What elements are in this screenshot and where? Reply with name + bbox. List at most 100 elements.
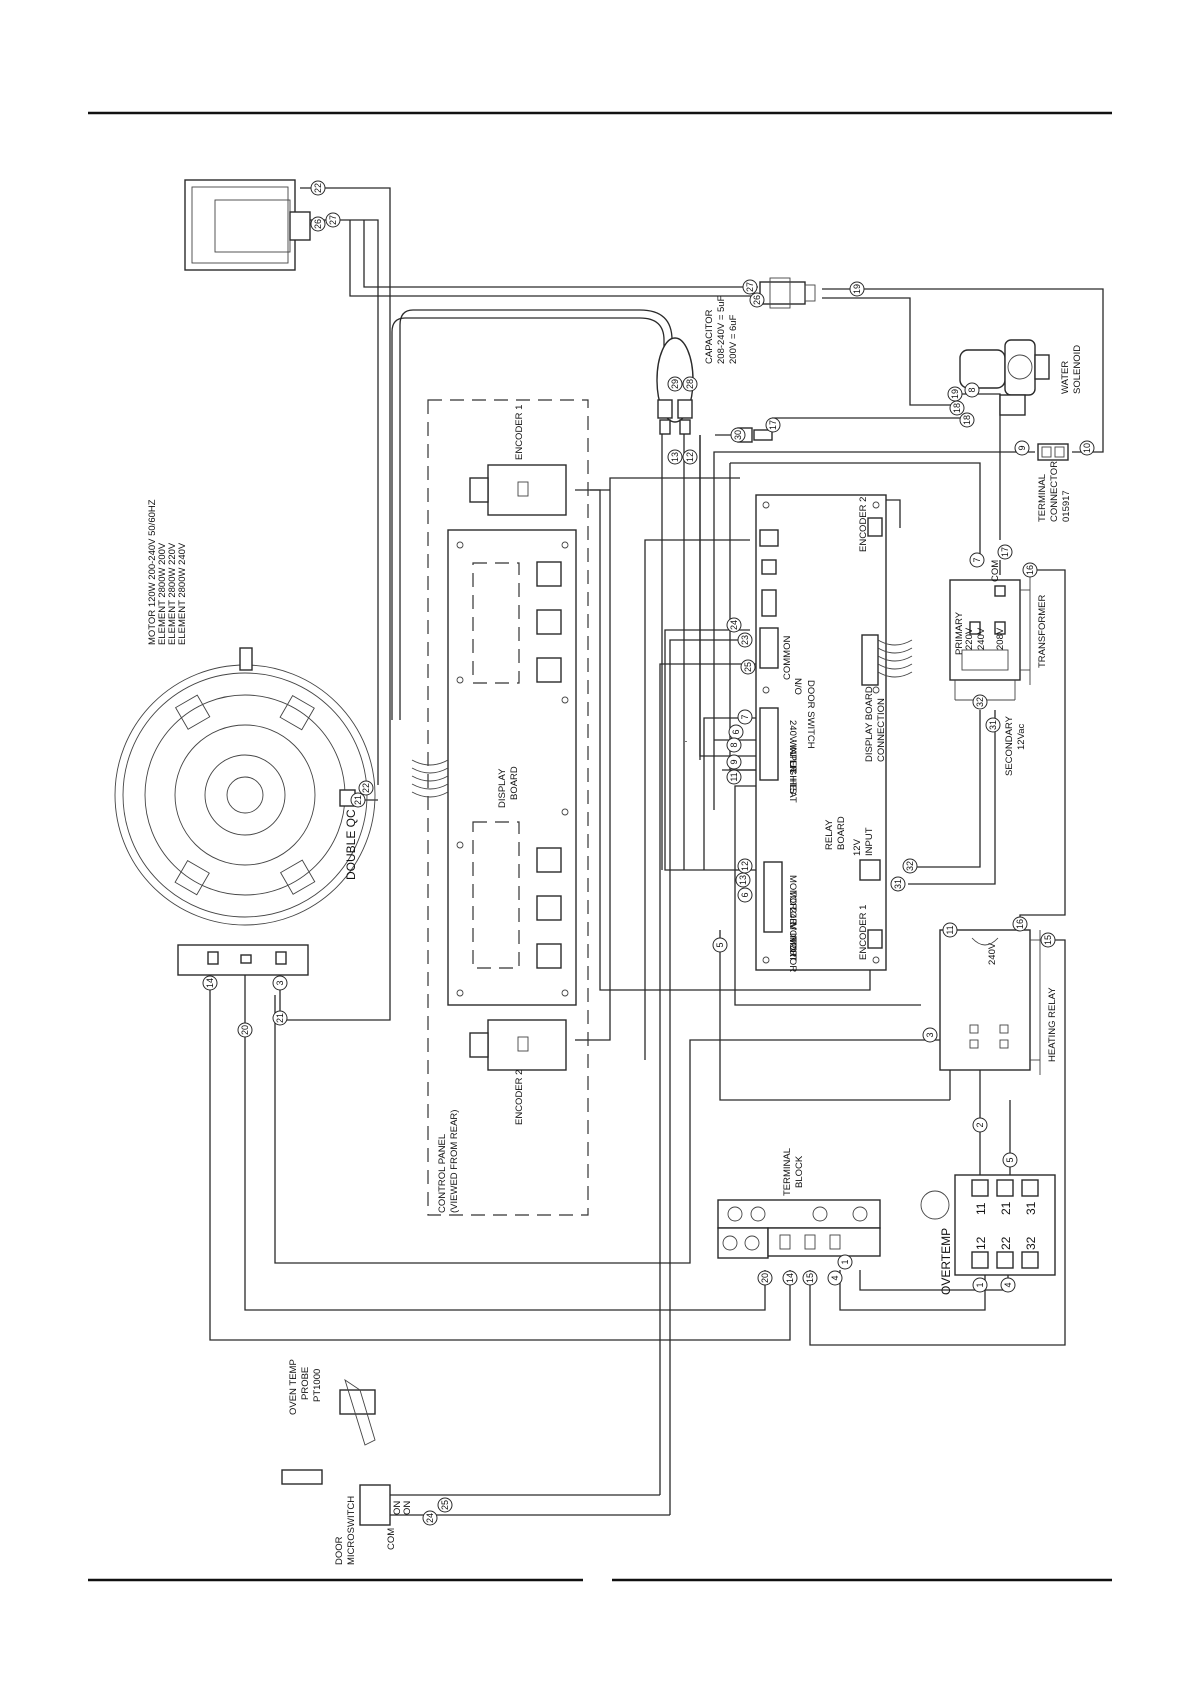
terminal-connector-label-3: 015917 [1061, 490, 1072, 522]
wire-number-9: 9 [1014, 440, 1030, 456]
relay-lights-label: LIGHTS [787, 760, 798, 794]
svg-text:30: 30 [733, 430, 743, 440]
wire-number-4: 4 [1000, 1277, 1016, 1293]
wire-number-12: 12 [682, 449, 698, 465]
wire-number-17: 17 [997, 544, 1013, 560]
transformer-208v-label: 208V [995, 627, 1006, 650]
wires [209, 187, 1104, 1516]
wire-number-7: 7 [737, 709, 753, 725]
svg-text:11: 11 [729, 772, 739, 781]
svg-text:3: 3 [925, 1032, 935, 1037]
terminal-connector-label-1: TERMINAL [1037, 474, 1048, 522]
wire-number-19: 19 [849, 281, 865, 297]
svg-text:22: 22 [361, 783, 371, 793]
svg-text:4: 4 [830, 1275, 840, 1280]
wire-number-10: 10 [1079, 440, 1095, 456]
wire-number-26: 26 [749, 292, 765, 308]
svg-text:8: 8 [729, 742, 739, 747]
svg-text:17: 17 [1000, 547, 1010, 557]
motor-spec-2: ELEMENT 2800W 200V [157, 542, 168, 645]
control-panel: ENCODER 1 DISPLAY BOARD ENCODER 2 CONTRO… [411, 399, 589, 1216]
svg-text:1: 1 [840, 1259, 850, 1264]
door-switch-label-2: MICROSWITCH [346, 1496, 357, 1565]
svg-text:20: 20 [760, 1273, 770, 1283]
transformer-secondary-label: SECONDARY [1004, 715, 1015, 776]
transformer-primary-label: PRIMARY [954, 611, 965, 655]
overtemp-terminal-32: 32 [1024, 1236, 1038, 1250]
inline-connector [759, 277, 816, 309]
relay-heat-label: HEAT [787, 778, 798, 803]
svg-text:3: 3 [275, 980, 285, 985]
wire-number-16: 16 [1022, 562, 1038, 578]
wire-number-9: 9 [726, 754, 742, 770]
relay-display-conn-label-1: DISPLAY BOARD [864, 686, 875, 762]
wire-number-26: 26 [310, 216, 326, 232]
heating-relay-240v-label: 240V [987, 942, 998, 965]
overtemp-terminal-11: 11 [974, 1202, 988, 1215]
motor-spec-4: ELEMENT 2800W 240V [177, 542, 188, 645]
relay-encoder-2-label: ENCODER 2 [858, 497, 869, 552]
overtemp-terminal-22: 22 [999, 1236, 1013, 1250]
svg-text:26: 26 [313, 219, 323, 229]
svg-text:24: 24 [425, 1513, 435, 1523]
relay-board-label-1: RELAY [824, 819, 835, 850]
relay-motor-label-3: MOTOR [787, 922, 798, 957]
svg-text:21: 21 [353, 795, 363, 805]
svg-text:31: 31 [988, 720, 998, 730]
svg-text:5: 5 [715, 942, 725, 947]
wire-number-27: 27 [742, 279, 758, 295]
wire-number-6: 6 [728, 724, 744, 740]
wire-number-31: 31 [890, 876, 906, 892]
overtemp-terminal-21: 21 [999, 1201, 1013, 1215]
relay-board: ENCODER 2 ENCODER 1 COMMON N/O DOOR SWIT… [755, 494, 913, 972]
wire-number-31: 31 [985, 717, 1001, 733]
overtemp-terminal-31: 31 [1024, 1201, 1038, 1215]
motor: MOTOR 120W 200-240V 50/60HZ ELEMENT 2800… [114, 499, 376, 976]
relay-12v-label-1: 12V [852, 838, 863, 856]
wire-number-20: 20 [757, 1270, 773, 1286]
terminal-connector-label-2: CONNECTOR [1049, 461, 1060, 522]
wire-number-12: 12 [737, 858, 753, 874]
wire-number-3: 3 [272, 975, 288, 991]
wire-number-24: 24 [726, 617, 742, 633]
wire-number-16: 16 [1012, 916, 1028, 932]
motor-spec-3: ELEMENT 2800W 220V [167, 542, 178, 645]
wire-number-1: 1 [837, 1254, 853, 1270]
relay-motor-label-2: MOTOR [787, 890, 798, 925]
door-microswitch: ON ON COM DOOR MICROSWITCH [281, 1469, 413, 1565]
door-switch-on-b: ON [402, 1501, 413, 1515]
wire-number-8: 8 [964, 382, 980, 398]
wire-number-22: 22 [310, 180, 326, 196]
relay-door-switch-label: DOOR SWITCH [805, 680, 816, 749]
relay-encoder-1-label: ENCODER 1 [858, 905, 869, 960]
terminal-block: TERMINAL BLOCK [717, 1148, 881, 1259]
svg-text:13: 13 [670, 452, 680, 462]
wire-number-1: 1 [972, 1277, 988, 1293]
oven-probe-label-1: OVEN TEMP [288, 1359, 299, 1415]
svg-text:22: 22 [313, 183, 323, 193]
svg-text:25: 25 [440, 1500, 450, 1510]
motor-spec-1: MOTOR 120W 200-240V 50/60HZ [147, 499, 158, 645]
svg-text:21: 21 [275, 1013, 285, 1023]
wire-number-15: 15 [802, 1270, 818, 1286]
svg-text:29: 29 [670, 379, 680, 389]
svg-text:9: 9 [1017, 445, 1027, 450]
svg-text:4: 4 [1003, 1282, 1013, 1287]
door-switch-on-a: ON [392, 1501, 403, 1515]
control-panel-label-2: (VIEWED FROM REAR) [449, 1110, 460, 1213]
relay-water-label: WATER [787, 740, 798, 773]
wire-number-5: 5 [712, 937, 728, 953]
svg-text:31: 31 [893, 879, 903, 889]
wire-number-11: 11 [942, 922, 958, 938]
wire-number-18: 18 [959, 412, 975, 428]
svg-text:5: 5 [1005, 1157, 1015, 1162]
svg-text:28: 28 [685, 379, 695, 389]
overtemp: 11 21 31 12 22 32 OVERTEMP [920, 1174, 1056, 1295]
wire-number-15: 15 [1040, 932, 1056, 948]
wire-number-8: 8 [726, 737, 742, 753]
door-switch-com: COM [386, 1528, 397, 1550]
oven-lamp [184, 179, 311, 271]
wire-number-32: 32 [902, 858, 918, 874]
